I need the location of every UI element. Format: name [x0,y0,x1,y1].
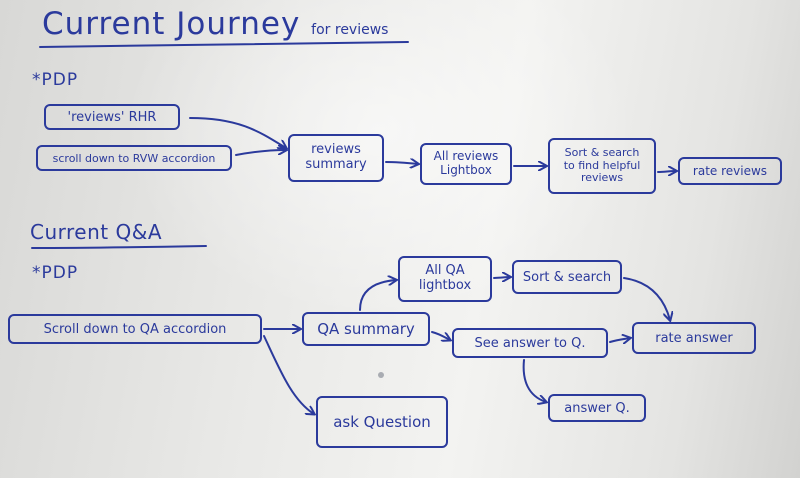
sort-search-reviews-box: Sort & search to find helpful reviews [548,138,656,194]
arrow-accordion-to-ask [263,335,314,414]
qa-pdp-tag: *PDP [32,263,79,283]
see-answer-box: See answer to Q. [452,328,608,358]
title-suffix: for reviews [311,22,389,38]
qa-summary-box: QA summary [302,312,430,346]
qa-heading: Current Q&A [30,220,162,244]
answer-q-box: answer Q. [548,394,646,422]
sort-search-qa-box: Sort & search [512,260,622,294]
arrow-accordion-to-summary [235,150,286,156]
scroll-qa-accordion-label: Scroll down to QA accordion [43,321,227,337]
all-qa-lightbox-box: All QA lightbox [398,256,492,302]
sort-search-reviews-line3: reviews [580,171,624,185]
rate-answer-box: rate answer [632,322,756,354]
all-reviews-lightbox-line2: Lightbox [440,163,492,177]
qa-summary-label: QA summary [317,320,415,338]
answer-q-label: answer Q. [564,400,630,416]
sort-search-reviews-line1: Sort & search [564,146,640,160]
title-underline [39,41,409,48]
see-answer-label: See answer to Q. [474,335,586,351]
reviews-summary-line1: reviews [311,142,361,158]
reviews-rhr-label: 'reviews' RHR [67,109,157,125]
arrow-lightbox-to-qa-sort [493,277,510,278]
scroll-qa-accordion-box: Scroll down to QA accordion [8,314,262,344]
title-main: Current Journey [42,6,301,42]
ask-question-label: ask Question [333,413,431,431]
all-reviews-lightbox-box: All reviews Lightbox [420,143,512,185]
reviews-pdp-tag: *PDP [32,70,79,90]
board-mark [378,372,384,378]
arrow-summary-to-lightbox [385,162,418,164]
scroll-rvw-accordion-label: scroll down to RVW accordion [52,151,216,165]
all-qa-lightbox-line2: lightbox [418,278,472,293]
reviews-summary-line2: summary [305,157,367,172]
rate-reviews-box: rate reviews [678,157,782,185]
scroll-rvw-accordion-box: scroll down to RVW accordion [36,145,232,171]
all-qa-lightbox-line1: All QA [425,263,465,279]
sort-search-qa-label: Sort & search [522,269,612,285]
sort-search-reviews-line2: to find helpful [563,158,641,172]
qa-heading-underline [31,245,207,249]
arrow-qa-summary-to-lightbox [359,280,396,311]
arrow-sort-to-rate [657,171,676,172]
arrow-see-answer-to-rate [609,338,630,342]
arrow-qa-sort-to-rate [623,277,670,320]
rate-answer-label: rate answer [655,330,733,346]
ask-question-box: ask Question [316,396,448,448]
arrow-qa-summary-to-see-answer [431,331,450,340]
diagram-title: Current Journey for reviews [42,8,388,41]
reviews-summary-box: reviews summary [288,134,384,182]
reviews-rhr-box: 'reviews' RHR [44,104,180,130]
arrow-rhr-to-summary [189,117,286,148]
arrow-see-answer-to-answer [522,359,546,402]
rate-reviews-label: rate reviews [692,164,768,178]
all-reviews-lightbox-line1: All reviews [433,149,499,164]
